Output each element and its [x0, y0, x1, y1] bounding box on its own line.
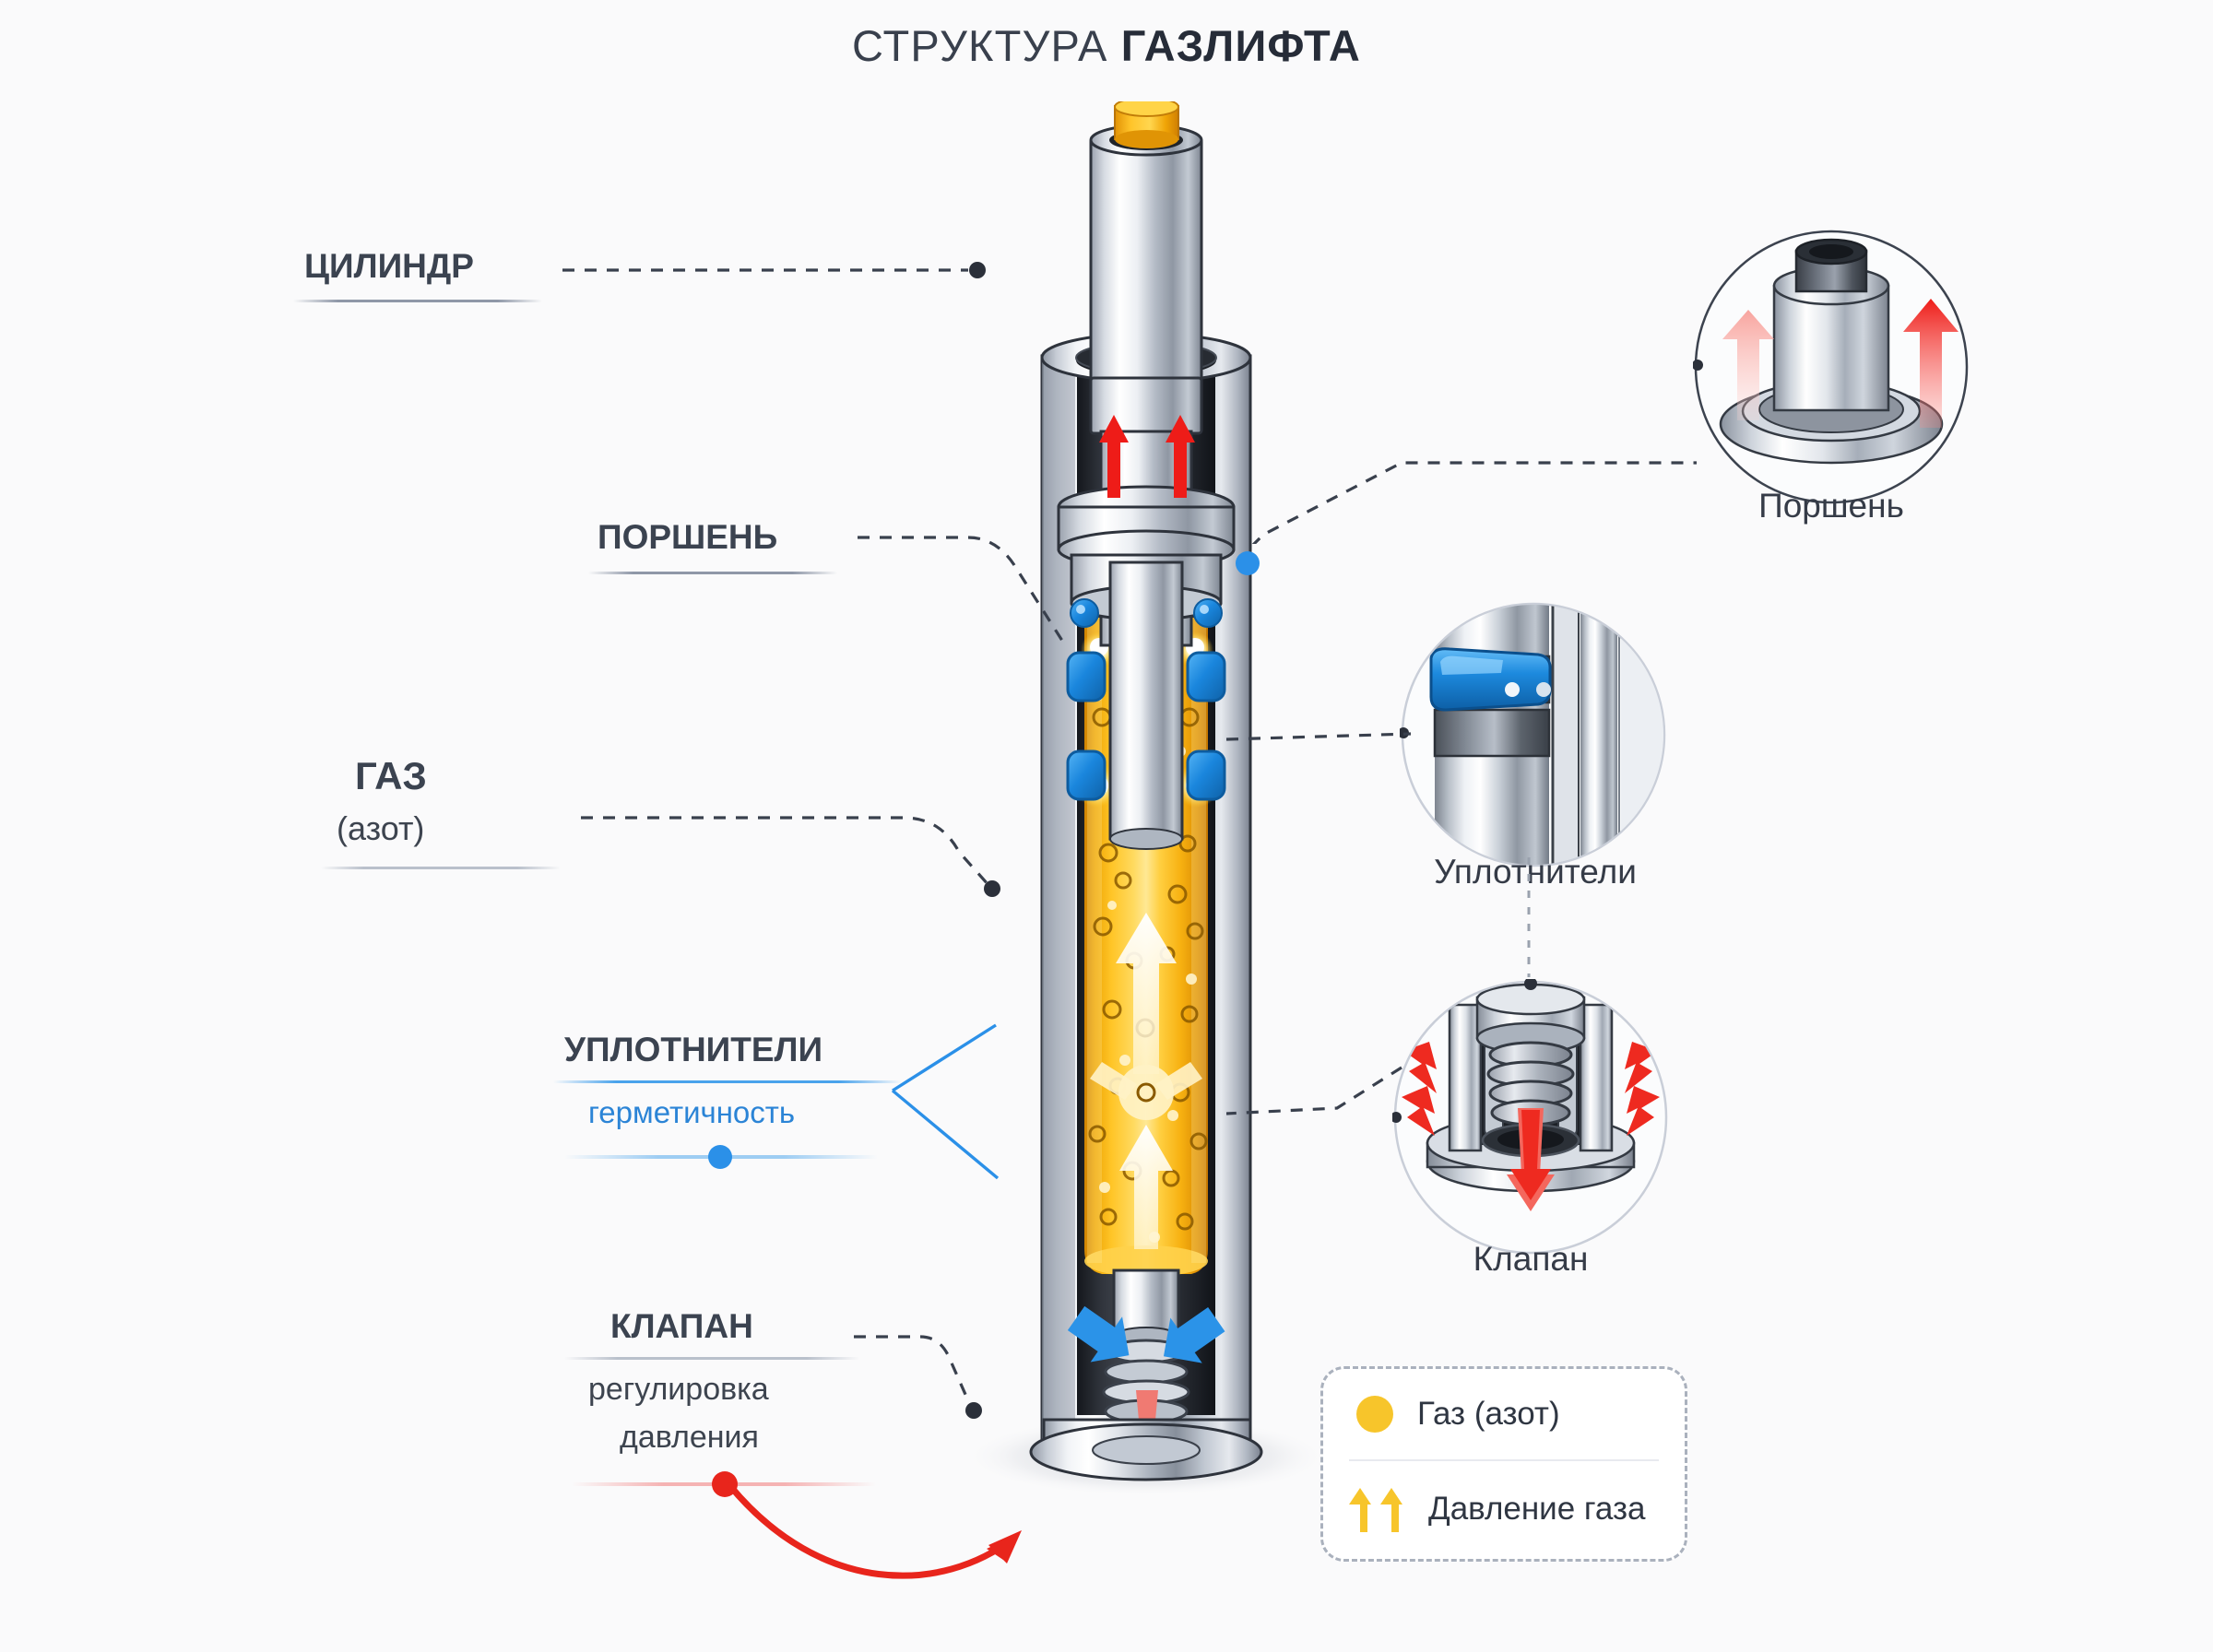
leader-gas — [581, 816, 1000, 897]
title-bold: ГАЗЛИФТА — [1120, 21, 1362, 70]
label-valve-sub-1: регулировка — [588, 1372, 769, 1407]
connector-gas-to-valve-callout — [1226, 1066, 1402, 1115]
leader-anchor-dot-icon — [969, 262, 986, 278]
gas-dot-icon — [1356, 1396, 1393, 1433]
label-valve-sub-2: давления — [620, 1420, 759, 1455]
connector-seals-to-valve — [1527, 857, 1531, 977]
label-seals-accent-dot — [708, 1145, 732, 1169]
legend-gas-label: Газ (азот) — [1417, 1396, 1560, 1432]
callout-anchor-dot-icon-left — [1392, 1112, 1402, 1123]
label-cylinder-title: ЦИЛИНДР — [304, 247, 474, 285]
leader-anchor-dot-icon — [984, 880, 1000, 897]
pressure-arrows-icon — [1349, 1488, 1402, 1532]
legend-item-pressure: Давление газа — [1323, 1461, 1685, 1557]
label-valve-title: КЛАПАН — [610, 1307, 753, 1345]
leader-piston — [858, 536, 1064, 642]
callout-piston-caption: Поршень — [1758, 487, 1904, 525]
label-gas-sub: (азот) — [337, 809, 425, 847]
red-curved-arrow-icon — [727, 1482, 1022, 1579]
label-gas-rule — [321, 867, 561, 869]
connector-piston-to-callout — [1251, 461, 1697, 544]
pressure-arrow-red-left — [1099, 415, 1129, 498]
gas-spring-illustration — [962, 101, 1331, 1497]
callout-anchor-dot-icon — [1693, 360, 1703, 371]
pressure-arrow-red-right — [1166, 415, 1195, 498]
label-cylinder-rule — [293, 300, 542, 302]
label-seals-rule — [553, 1080, 902, 1083]
label-gas-title: ГАЗ — [355, 754, 427, 797]
callout-seals-art — [1400, 602, 1666, 867]
callout-piston-art — [1693, 230, 1969, 504]
leader-anchor-dot-icon — [965, 1402, 982, 1419]
leader-cylinder — [562, 262, 986, 278]
connector-piston-anchor-dot — [1236, 551, 1260, 575]
callout-valve-caption: Клапан — [1473, 1240, 1589, 1278]
leader-valve-dashed — [854, 1335, 982, 1419]
title-prefix: СТРУКТУРА — [851, 21, 1121, 70]
label-piston-title: ПОРШЕНЬ — [598, 518, 778, 556]
label-piston-rule — [588, 572, 837, 574]
callout-anchor-dot-icon — [1524, 979, 1537, 990]
page-title: СТРУКТУРА ГАЗЛИФТА — [0, 20, 2213, 71]
callout-seals-caption: Уплотнители — [1434, 853, 1637, 891]
leader-seals — [891, 1023, 1000, 1180]
legend-item-gas: Газ (азот) — [1323, 1369, 1685, 1459]
label-seals-sub: герметичность — [588, 1095, 796, 1129]
label-seals-title: УПЛОТНИТЕЛИ — [564, 1031, 823, 1068]
connector-seals-to-callout — [1226, 732, 1412, 741]
label-valve-rule — [564, 1357, 859, 1360]
legend-divider — [1349, 1459, 1659, 1461]
callout-valve-art — [1392, 979, 1668, 1255]
legend-box: Газ (азот) Давление газа — [1320, 1366, 1687, 1562]
legend-pressure-label: Давление газа — [1428, 1491, 1646, 1527]
